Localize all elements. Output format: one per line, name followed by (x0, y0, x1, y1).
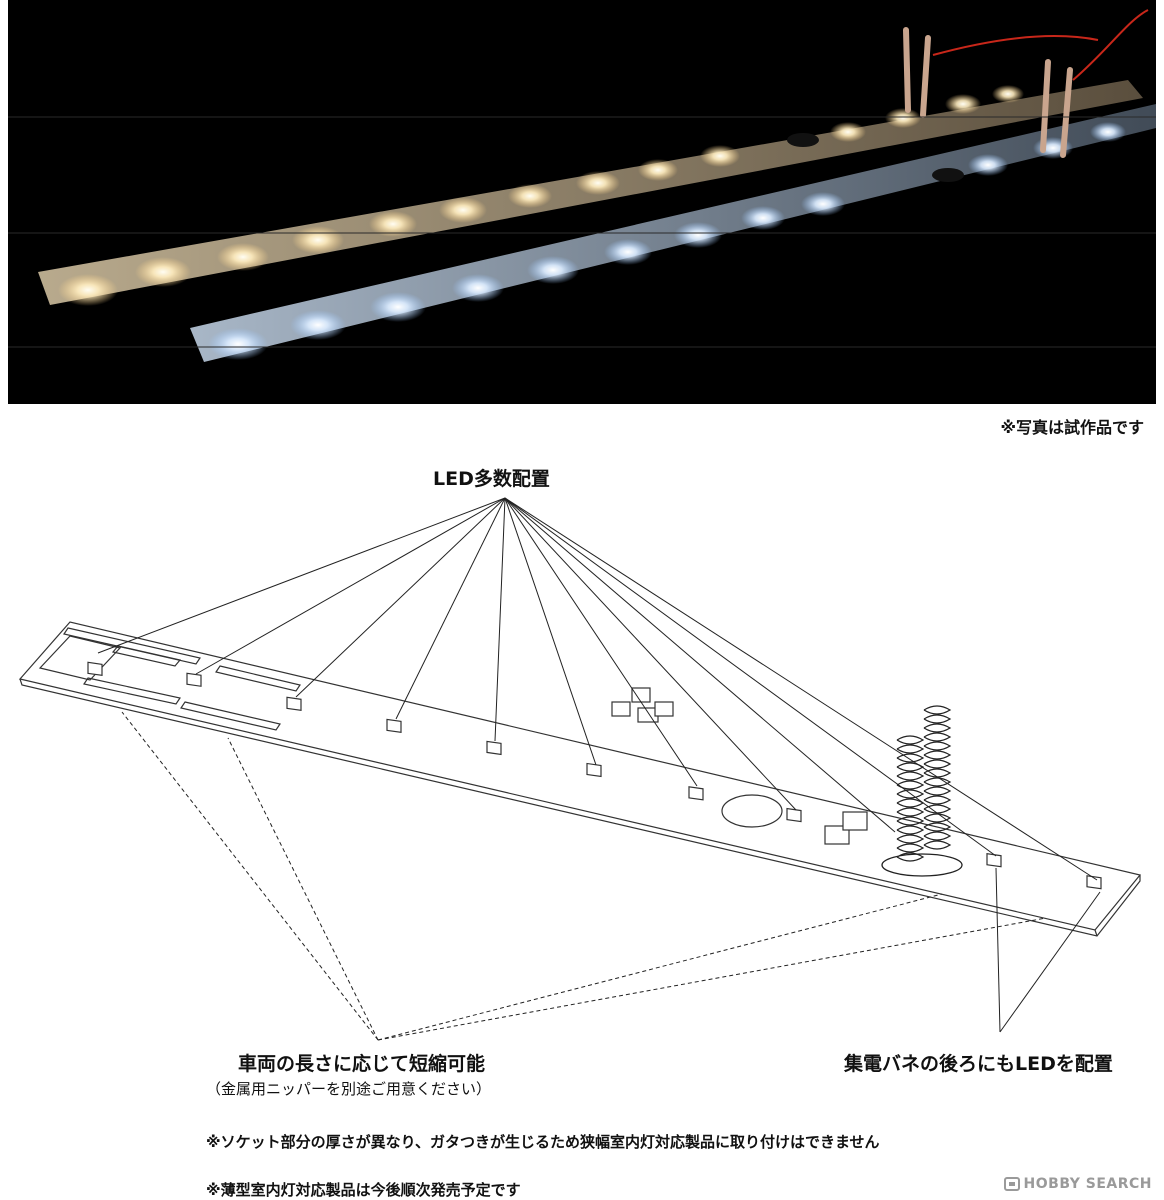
note-thin-release: ※薄型室内灯対応製品は今後順次発売予定です (206, 1181, 521, 1199)
shorten-leader-lines (121, 711, 1047, 1041)
led-strips-photo-illustration (8, 0, 1156, 404)
led-leader-lines (97, 497, 1098, 881)
product-photo (8, 0, 1156, 404)
shorten-sub-label: （金属用ニッパーを別途ご用意ください） (206, 1080, 492, 1098)
spring-led-label: 集電バネの後ろにもLEDを配置 (844, 1053, 1113, 1075)
watermark: HOBBY SEARCH (1003, 1176, 1152, 1192)
shorten-label: 車両の長さに応じて短縮可能 (238, 1053, 486, 1075)
watermark-text: HOBBY SEARCH (1023, 1176, 1152, 1192)
board-hole (721, 794, 783, 828)
photo-contact-springs (903, 27, 1073, 158)
board-components (611, 687, 868, 845)
cut-slots (38, 627, 301, 731)
board-leds (87, 661, 1102, 890)
cool-led-glows (208, 122, 1126, 360)
board-outline (18, 621, 1142, 931)
led-board-diagram (18, 497, 1142, 1041)
photo-wires (932, 9, 1149, 81)
photo-caption: ※写真は試作品です (1000, 418, 1144, 437)
note-socket-thickness: ※ソケット部分の厚さが異なり、ガタつきが生じるため狭幅室内灯対応製品に取り付けは… (206, 1133, 880, 1151)
watermark-icon (1003, 1177, 1020, 1191)
contact-springs (881, 705, 963, 877)
warm-led-glows (58, 85, 1024, 306)
led-label: LED多数配置 (433, 468, 550, 490)
spring-led-leader-lines (995, 867, 1101, 1033)
